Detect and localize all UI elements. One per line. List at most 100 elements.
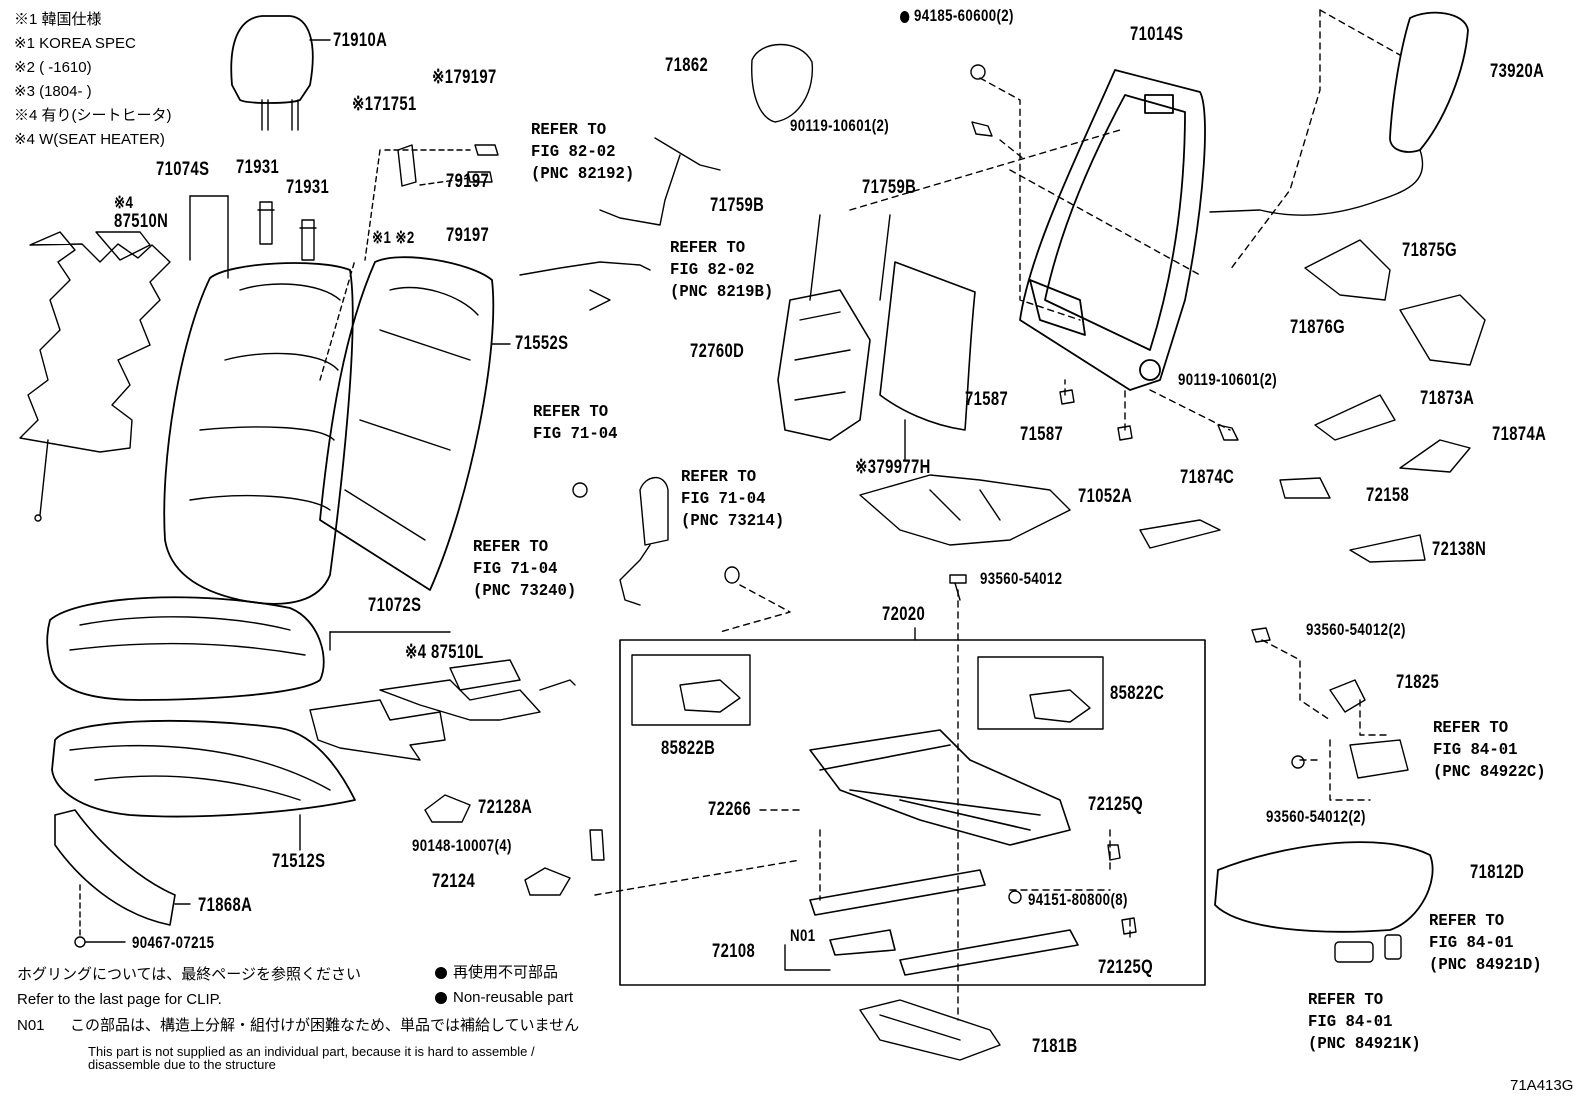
part-71812D[interactable]: 71812D	[1470, 862, 1525, 883]
part-93560-c[interactable]: 93560-54012(2)	[1266, 807, 1366, 826]
part-87510L[interactable]: ※4 87510L	[405, 642, 484, 663]
part-79197-b-mark: ※1 ※2	[372, 228, 415, 247]
part-87510N[interactable]: 87510N	[114, 211, 169, 232]
part-72138N[interactable]: 72138N	[1432, 539, 1487, 560]
refer-84921K[interactable]: REFER TO FIG 84-01 (PNC 84921K)	[1308, 991, 1421, 1054]
part-79197-b[interactable]: 79197	[446, 171, 490, 192]
part-71014S[interactable]: 71014S	[1130, 24, 1184, 45]
part-90119-a[interactable]: 90119-10601(2)	[790, 116, 890, 135]
part-72124[interactable]: 72124	[432, 871, 476, 892]
n01-note-en-1: This part is not supplied as an individu…	[88, 1044, 535, 1059]
part-71874A[interactable]: 71874A	[1492, 424, 1547, 445]
clip-71587a	[1059, 389, 1075, 405]
part-93560-b[interactable]: 93560-54012(2)	[1306, 620, 1406, 639]
part-90119-b[interactable]: 90119-10601(2)	[1178, 370, 1278, 389]
bolt-90148	[589, 829, 605, 861]
motor-box-85822C	[977, 656, 1104, 730]
cover-72158	[1279, 477, 1331, 499]
note-seat-heater-en: ※4 W(SEAT HEATER)	[14, 131, 165, 148]
bolt-93560-b	[1251, 627, 1271, 643]
part-93560-a[interactable]: 93560-54012	[980, 569, 1063, 588]
part-71910A[interactable]: 71910A	[333, 30, 388, 51]
note-period-2: ※2 ( -1610)	[14, 59, 92, 76]
part-71759B-b[interactable]: 71759B	[862, 177, 917, 198]
frame-7181B	[859, 999, 1001, 1061]
part-72108[interactable]: 72108	[712, 941, 756, 962]
switch-84922C	[1349, 739, 1409, 779]
harness-8219B	[519, 261, 651, 311]
part-72128A[interactable]: 72128A	[478, 797, 533, 818]
bolts-71931	[257, 201, 317, 261]
airbag-73920A	[1209, 11, 1469, 216]
part-71868A[interactable]: 71868A	[198, 895, 253, 916]
part-72158[interactable]: 72158	[1366, 485, 1410, 506]
cover-72138N	[1349, 534, 1426, 563]
cushion-cover-illustration	[46, 596, 451, 701]
refer-73214[interactable]: REFER TO FIG 71-04 (PNC 73214)	[681, 468, 785, 531]
part-71587-a[interactable]: 71587	[965, 389, 1009, 410]
part-73920A[interactable]: 73920A	[1490, 61, 1545, 82]
refer-84922C[interactable]: REFER TO FIG 84-01 (PNC 84922C)	[1433, 719, 1546, 782]
part-71052A[interactable]: 71052A	[1078, 486, 1133, 507]
part-71862[interactable]: 71862	[665, 55, 709, 76]
part-72020[interactable]: 72020	[882, 604, 926, 625]
lumbar-72760D	[777, 214, 891, 441]
nut-72125Q-b	[1121, 917, 1137, 935]
part-71587-b[interactable]: 71587	[1020, 424, 1064, 445]
support-71751	[397, 144, 417, 187]
part-71876G[interactable]: 71876G	[1290, 317, 1346, 338]
nonreuse-jp-text: 再使用不可部品	[453, 964, 559, 981]
nonreuse-note-en: Non-reusable part	[435, 989, 573, 1007]
refer-84921D[interactable]: REFER TO FIG 84-01 (PNC 84921D)	[1429, 912, 1542, 975]
part-72760D[interactable]: 72760D	[690, 341, 745, 362]
leader-72020-dash	[719, 584, 791, 633]
bracket-71876G	[1399, 294, 1486, 366]
non-reusable-icon	[435, 992, 447, 1005]
part-90467[interactable]: 90467-07215	[132, 933, 215, 952]
part-94185[interactable]: 94185-60600(2)	[900, 6, 1014, 25]
part-71512S[interactable]: 71512S	[272, 851, 326, 872]
clip-79197-b	[467, 171, 493, 183]
part-71825[interactable]: 71825	[1396, 672, 1440, 693]
grommet-73214	[724, 566, 740, 584]
part-85822C[interactable]: 85822C	[1110, 683, 1165, 704]
nut-72125Q-a	[1107, 844, 1121, 861]
part-71874C[interactable]: 71874C	[1180, 467, 1235, 488]
cover-71874C	[1139, 519, 1221, 549]
bracket-71825	[1329, 679, 1366, 713]
part-94185-label: 94185-60600(2)	[914, 6, 1014, 25]
bracket-71875G	[1304, 239, 1391, 301]
part-71875G[interactable]: 71875G	[1402, 240, 1458, 261]
note-seat-heater-jp: ※4 有り(シートヒータ)	[14, 107, 172, 124]
refer-82192[interactable]: REFER TO FIG 82-02 (PNC 82192)	[531, 121, 635, 184]
part-7181B[interactable]: 7181B	[1032, 1036, 1078, 1057]
part-N01[interactable]: N01	[790, 926, 816, 945]
part-71072S[interactable]: 71072S	[368, 595, 422, 616]
part-71552S[interactable]: 71552S	[515, 333, 569, 354]
part-72266[interactable]: 72266	[708, 799, 752, 820]
part-71931-b[interactable]: 71931	[286, 177, 330, 198]
refer-73240[interactable]: REFER TO FIG 71-04 (PNC 73240)	[473, 538, 577, 601]
leader-lines-box	[594, 589, 1131, 1021]
motor-85822C	[1029, 689, 1091, 723]
non-reusable-icon	[435, 967, 447, 980]
part-72125Q-a[interactable]: 72125Q	[1088, 794, 1144, 815]
knob-84921D	[1384, 934, 1402, 960]
part-71751[interactable]: ※171751	[352, 94, 417, 115]
part-79197-a[interactable]: ※179197	[432, 67, 497, 88]
part-79977H[interactable]: ※379977H	[855, 457, 931, 478]
non-reusable-icon	[900, 10, 910, 23]
part-79197-c[interactable]: 79197	[446, 225, 490, 246]
part-90148[interactable]: 90148-10007(4)	[412, 836, 512, 855]
part-94151[interactable]: 94151-80800(8)	[1028, 890, 1128, 909]
part-72125Q-b[interactable]: 72125Q	[1098, 957, 1154, 978]
part-71931-a[interactable]: 71931	[236, 157, 280, 178]
part-85822B[interactable]: 85822B	[661, 738, 716, 759]
part-71074S[interactable]: 71074S	[156, 159, 210, 180]
adjuster-box-72020	[619, 639, 1206, 986]
part-71759B-a[interactable]: 71759B	[710, 195, 765, 216]
refer-71-04[interactable]: REFER TO FIG 71-04	[533, 403, 618, 444]
n01-note-en-2: disassemble due to the structure	[88, 1057, 276, 1072]
part-71873A[interactable]: 71873A	[1420, 388, 1475, 409]
refer-8219B[interactable]: REFER TO FIG 82-02 (PNC 8219B)	[670, 239, 774, 302]
